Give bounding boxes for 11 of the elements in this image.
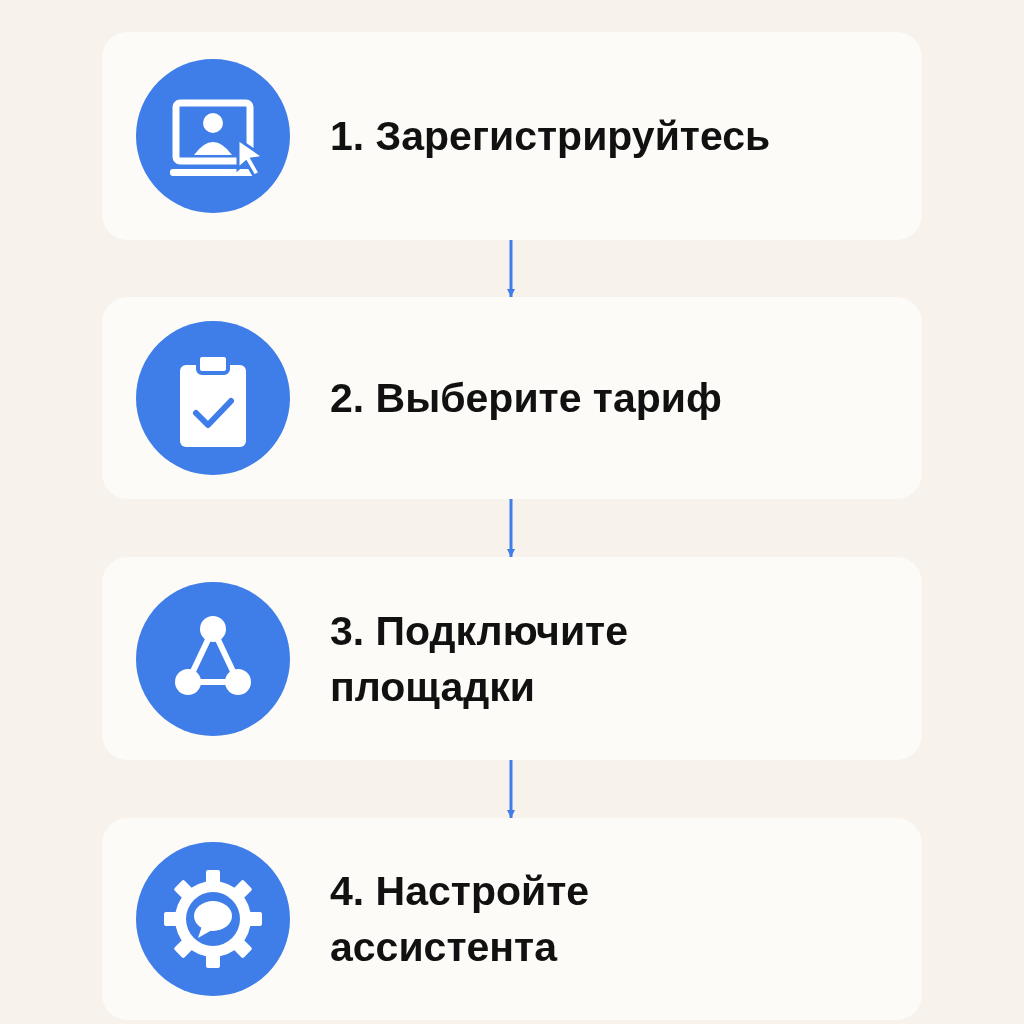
- arrow: [507, 760, 515, 818]
- step-title: 3. Подключите площадки: [330, 606, 629, 712]
- arrow: [507, 240, 515, 297]
- step-card: [102, 297, 922, 499]
- step-title: 2. Выберите тариф: [330, 374, 723, 423]
- step-title: 4. Настройте ассистента: [330, 867, 591, 972]
- step-card: [102, 557, 922, 760]
- arrow: [507, 499, 515, 557]
- step-title: 1. Зарегистрируйтесь: [330, 112, 772, 161]
- step-card: [102, 32, 922, 240]
- step-card: [102, 818, 922, 1020]
